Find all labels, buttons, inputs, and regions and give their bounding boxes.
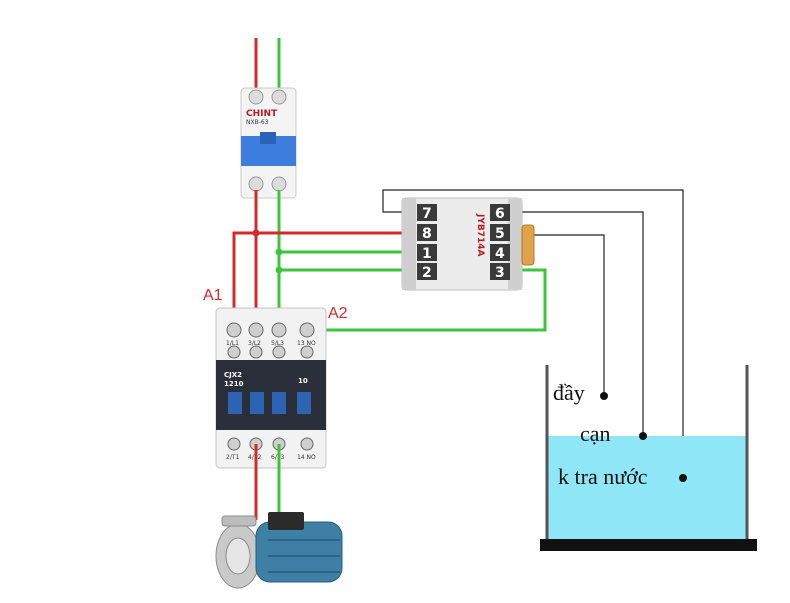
- relay-terminal-2: 2: [422, 265, 432, 281]
- probe-empty-tip: [639, 432, 647, 440]
- breaker-brand: CHINT: [246, 109, 278, 119]
- contactor-top-terminal-3: 5/L3: [271, 340, 284, 347]
- sensor-wire-probe: [382, 189, 684, 478]
- contactor-top-terminal-1: 1/L1: [226, 340, 239, 347]
- tank-base: [540, 539, 757, 551]
- relay-terminal-7: 7: [422, 206, 432, 222]
- relay-right-terminals: 6 5 4 3: [490, 204, 510, 281]
- contactor-model-line1: CJX2: [224, 371, 242, 379]
- contactor: CJX2 1210 10 1/L1 3/L2 5/L3 13 NO 2/T1 4…: [215, 307, 327, 469]
- contactor-top-terminal-4: 13 NO: [297, 340, 316, 347]
- power-wires: [254, 38, 281, 92]
- wire-junctions: [252, 229, 283, 274]
- level-relay: JYB714A 7 8 1 2 6 5 4 3: [401, 197, 535, 291]
- breaker-toggle[interactable]: [260, 132, 276, 144]
- relay-terminal-3: 3: [495, 265, 505, 281]
- water-tank: [540, 365, 757, 551]
- contactor-model-line2: 1210: [224, 380, 244, 388]
- contactor-top-terminal-2: 3/L2: [248, 340, 261, 347]
- relay-model: JYB714A: [475, 213, 485, 257]
- relay-terminal-6: 6: [495, 206, 505, 222]
- relay-left-terminals: 7 8 1 2: [417, 204, 437, 281]
- label-level-empty: cạn: [580, 421, 611, 446]
- contactor-bottom-terminal-4: 14 NO: [297, 454, 316, 461]
- contactor-bottom-terminal-1: 2/T1: [226, 454, 240, 461]
- pump-wires: [254, 444, 281, 520]
- label-level-probe: k tra nước: [558, 464, 648, 489]
- sensor-wire-empty: [520, 211, 644, 436]
- water-fill: [547, 436, 747, 539]
- sensor-wire-full: [520, 234, 605, 396]
- probe-full-tip: [600, 392, 608, 400]
- sensor-wires: [382, 189, 684, 478]
- label-level-full: đầy: [553, 380, 585, 405]
- relay-terminal-4: 4: [495, 246, 505, 262]
- water-pump: [215, 512, 343, 589]
- probe-common-tip: [679, 474, 687, 482]
- contactor-aux-rating: 10: [298, 377, 308, 385]
- relay-terminal-1: 1: [422, 246, 432, 262]
- circuit-breaker: CHINT NXB-63: [240, 87, 297, 199]
- relay-terminal-8: 8: [422, 226, 432, 242]
- label-a1: A1: [203, 287, 223, 304]
- relay-terminal-5: 5: [495, 226, 505, 242]
- breaker-model: NXB-63: [246, 119, 269, 126]
- label-a2: A2: [328, 305, 348, 322]
- breaker-output-wires: [232, 190, 547, 332]
